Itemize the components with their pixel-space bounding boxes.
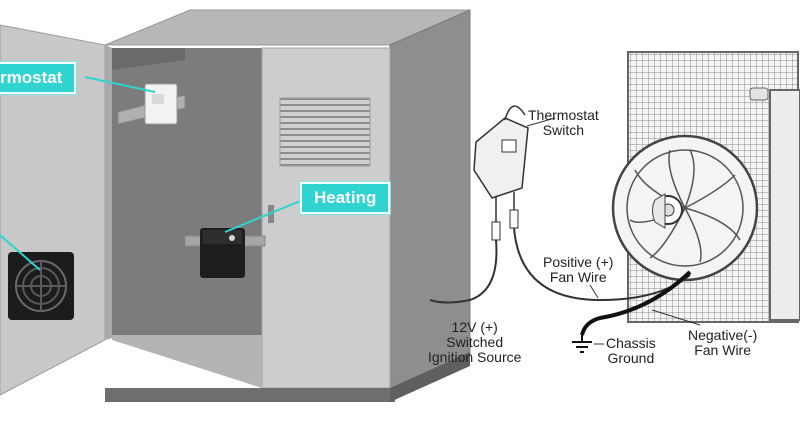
cabinet-side-base <box>390 352 470 402</box>
heater-top <box>203 230 242 244</box>
ground-symbol <box>572 335 592 353</box>
fan-wiring-diagram <box>429 51 800 353</box>
positive-fan-wire-label: Positive (+)Fan Wire <box>543 254 614 285</box>
negative-fan-wire-label: Negative(-)Fan Wire <box>688 327 758 358</box>
thermostat-capillary <box>504 105 526 121</box>
connector-left <box>491 221 501 241</box>
thermostat-switch-device <box>473 117 529 199</box>
positive-wire-pointer <box>589 284 599 299</box>
negative-fan-wire <box>580 270 692 336</box>
connector-right <box>509 209 519 229</box>
heating-callout: Heating <box>300 182 391 214</box>
cabinet-illustration <box>0 9 471 402</box>
warning-icon <box>229 235 235 241</box>
fan-leader <box>0 234 41 271</box>
cabinet-floor <box>112 335 262 388</box>
door-edge <box>105 45 112 340</box>
thermostat-dial <box>152 94 164 104</box>
heating-leader <box>224 196 311 233</box>
thermostat-leader <box>84 76 156 93</box>
vent-grille <box>279 97 371 167</box>
cabinet-base <box>105 388 395 402</box>
thermostat-callout: rmostat <box>0 62 77 94</box>
negative-wire-pointer <box>651 309 701 326</box>
switched-source-wire <box>429 239 498 304</box>
cabinet-inner-back <box>112 48 185 70</box>
radiator-cap <box>749 87 769 101</box>
cabinet-interior <box>112 48 262 338</box>
fan-motor-body <box>652 193 666 229</box>
radiator-tank <box>769 89 800 321</box>
